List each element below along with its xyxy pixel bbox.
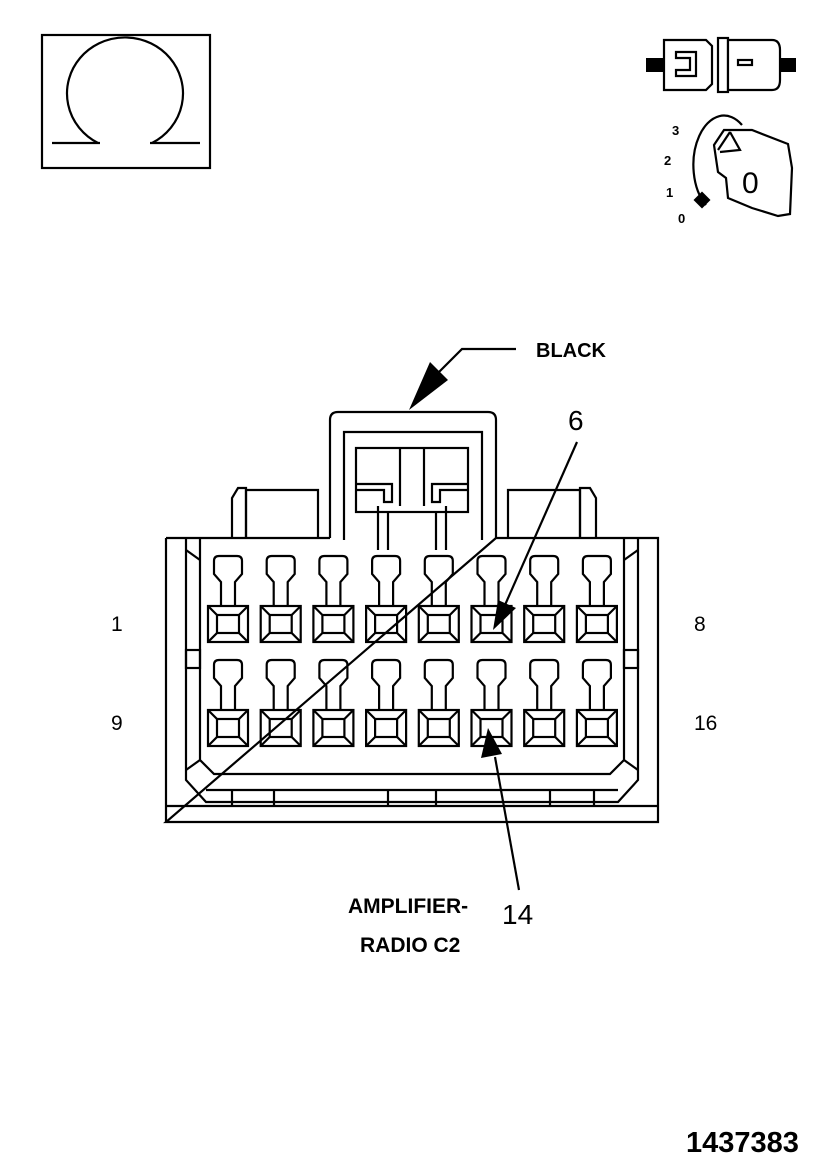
pin-cavity-1 bbox=[206, 554, 250, 644]
pin-cavity-2 bbox=[259, 554, 302, 644]
ohmmeter-icon bbox=[40, 33, 212, 170]
connector-housing bbox=[163, 410, 660, 824]
pin-cavity-12 bbox=[365, 658, 408, 748]
pin-cavity-13 bbox=[417, 658, 460, 748]
pin-cavity-8 bbox=[575, 554, 619, 644]
callout-pin-6: 6 bbox=[568, 405, 584, 436]
key-position-0: 0 bbox=[678, 211, 685, 226]
pin-cavity-15 bbox=[523, 658, 566, 748]
pin-cavities bbox=[206, 554, 619, 748]
pin-cavity-3 bbox=[312, 554, 355, 644]
key-label: 0 bbox=[742, 167, 759, 200]
pin-label-8: 8 bbox=[694, 613, 706, 636]
color-callout-arrow bbox=[409, 362, 448, 410]
key-position-1: 1 bbox=[666, 185, 673, 200]
pin-cavity-7 bbox=[523, 554, 566, 644]
pin-cavity-10 bbox=[259, 658, 302, 748]
pin-label-9: 9 bbox=[111, 712, 123, 735]
callout-pin-14: 14 bbox=[502, 899, 533, 930]
connector-name-line1: AMPLIFIER- bbox=[348, 895, 468, 918]
key-position-3: 3 bbox=[672, 123, 679, 138]
connector-color-label: BLACK bbox=[536, 340, 607, 362]
key-position-2: 2 bbox=[664, 153, 671, 168]
callout-pin-6-arrow bbox=[493, 600, 516, 630]
pin-cavity-4 bbox=[365, 554, 408, 644]
connector-name-line2: RADIO C2 bbox=[360, 934, 460, 957]
pin-label-1: 1 bbox=[111, 613, 123, 636]
connector-disconnected-icon bbox=[646, 36, 796, 94]
figure-id: 1437383 bbox=[686, 1127, 799, 1159]
callout-pin-14-arrow bbox=[481, 728, 502, 758]
pin-cavity-5 bbox=[417, 554, 460, 644]
pin-cavity-6 bbox=[470, 554, 513, 644]
pin-cavity-11 bbox=[312, 658, 355, 748]
pin-label-16: 16 bbox=[694, 712, 717, 735]
pin-cavity-14 bbox=[470, 658, 513, 748]
pin-cavity-9 bbox=[206, 658, 250, 748]
pin-cavity-16 bbox=[575, 658, 619, 748]
ignition-key-off-icon: 3 2 1 0 0 bbox=[664, 114, 794, 226]
